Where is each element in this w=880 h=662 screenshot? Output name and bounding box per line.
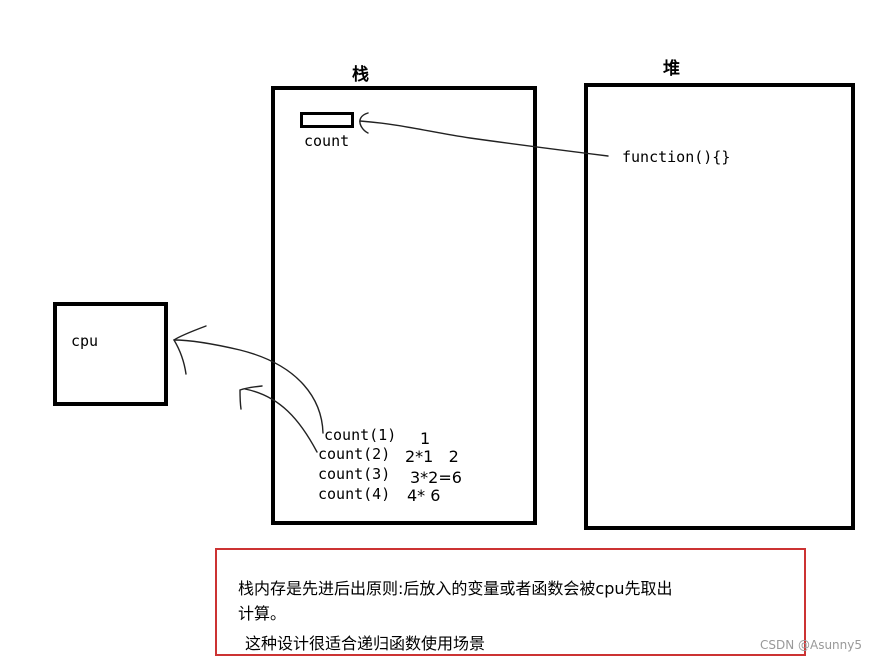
csdn-watermark: CSDN @Asunny5 — [759, 638, 862, 652]
stack-call-value-4: 4* 6 — [407, 486, 441, 505]
stack-call-value-3: 3*2=6 — [410, 468, 462, 487]
note-line-3: 这种设计很适合递归函数使用场景 — [245, 634, 486, 653]
stack-call-value-1: 1 — [420, 429, 431, 448]
stack-title: 栈 — [352, 65, 369, 85]
cpu-box — [53, 302, 168, 406]
count-variable-slot — [300, 112, 354, 128]
pop-arrow-line — [173, 339, 324, 434]
count-variable-label: count — [304, 132, 350, 150]
reference-arrowhead — [359, 112, 369, 134]
heap-title: 堆 — [663, 59, 680, 79]
pop-arrowhead — [173, 325, 207, 375]
stack-arrowhead — [239, 385, 263, 410]
stack-arrow-line — [244, 388, 318, 453]
note-line-2: 计算。 — [238, 604, 287, 623]
cpu-label: cpu — [71, 332, 99, 350]
heap-function-object: function(){} — [622, 148, 731, 166]
stack-call-count-2: count(2) — [318, 445, 391, 463]
reference-arrow-line — [359, 120, 609, 157]
principle-note: 栈内存是先进后出原则:后放入的变量或者函数会被cpu先取出 计算。 这种设计很适… — [215, 548, 806, 656]
stack-call-value-2: 2*1 2 — [405, 447, 459, 466]
stack-call-count-4: count(4) — [318, 485, 391, 503]
stack-call-count-1: count(1) — [324, 426, 397, 444]
stack-call-count-3: count(3) — [318, 465, 391, 483]
note-line-1: 栈内存是先进后出原则:后放入的变量或者函数会被cpu先取出 — [238, 579, 673, 598]
heap-box — [584, 83, 855, 530]
stack-box — [271, 86, 537, 525]
